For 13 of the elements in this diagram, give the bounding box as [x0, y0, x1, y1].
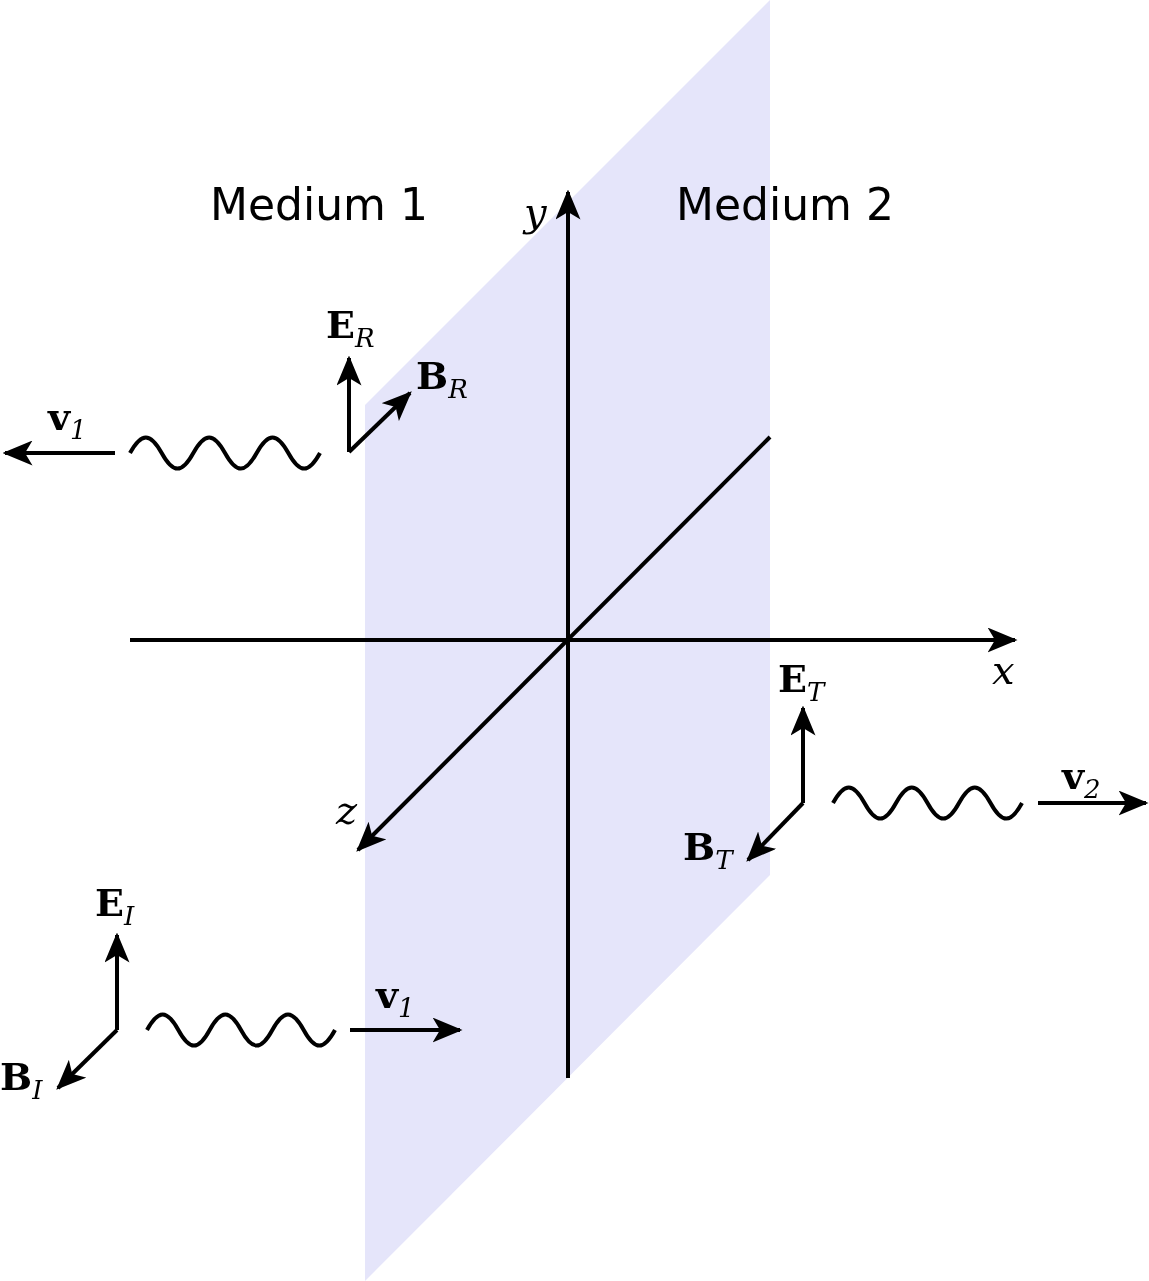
vector-label: B$_{R}$: [416, 357, 468, 402]
medium-label: Medium 2: [676, 183, 894, 227]
axis-label: z: [336, 790, 358, 830]
vector-label: E$_{I}$: [95, 884, 135, 929]
velocity-label: v$_{1}$: [48, 398, 87, 443]
vector-label: B$_{I}$: [0, 1058, 43, 1103]
medium-label: Medium 1: [210, 183, 428, 227]
velocity-label: v$_{2}$: [1062, 757, 1101, 802]
vector-label: E$_{T}$: [778, 660, 825, 705]
vector-label: E$_{R}$: [326, 306, 375, 351]
vector-label: B$_{T}$: [683, 828, 733, 873]
axis-label: x: [992, 650, 1015, 690]
velocity-label: v$_{1}$: [376, 976, 415, 1021]
